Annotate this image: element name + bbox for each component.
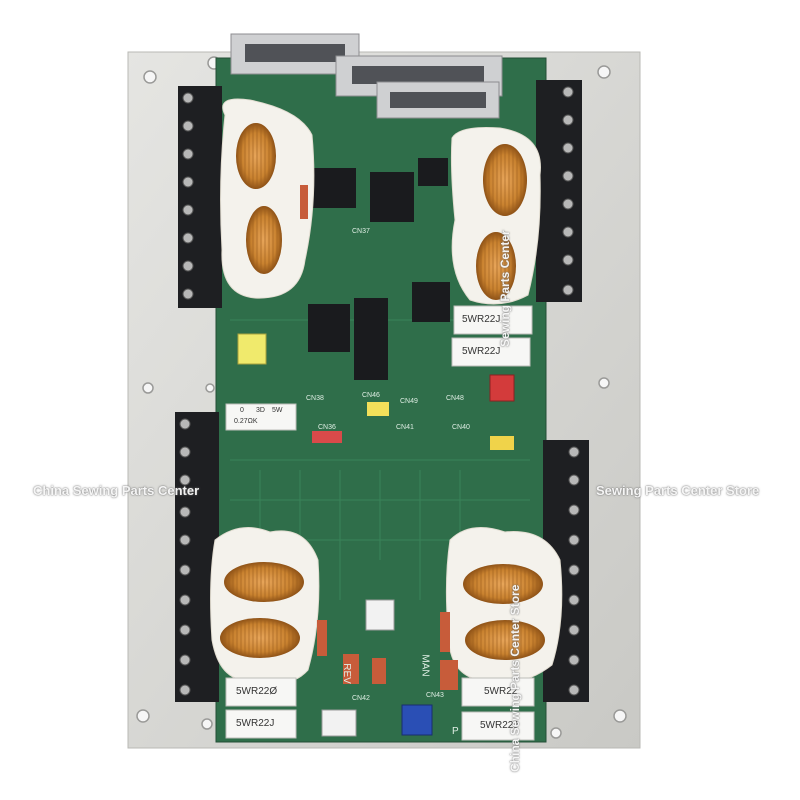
connector-cn38: CN38	[306, 395, 324, 402]
coil-group-top-right	[450, 127, 541, 305]
mounting-holes	[136, 56, 627, 739]
connector-cn36: CN36	[318, 424, 336, 431]
resistor-small-0: 0	[240, 407, 244, 414]
coil-group-top-left	[220, 98, 315, 299]
terminal-block-left	[175, 86, 222, 702]
ic-chips	[302, 158, 450, 380]
small-connectors	[237, 333, 515, 737]
silkscreen-rev: REV	[340, 663, 352, 684]
terminal-screws-left	[179, 92, 194, 696]
connector-cn43: CN43	[426, 692, 444, 699]
watermark-vertical-short: Sewing Parts Center	[498, 230, 512, 347]
resistor-label-4: 5WR22J	[236, 718, 275, 729]
silkscreen-man: MAN	[419, 654, 431, 677]
resistor-small-ohm: 0.27ΩK	[234, 418, 258, 425]
watermark-left: China Sewing Parts Center	[33, 483, 200, 498]
resistor-label-5: 5WR22	[484, 686, 518, 697]
resistor-small-3d: 3D	[256, 407, 265, 414]
ribbon-connectors	[230, 33, 503, 119]
resistor-small-5w: 5W	[272, 407, 283, 414]
watermark-right: Sewing Parts Center Store	[596, 483, 760, 498]
connector-cn42: CN42	[352, 695, 370, 702]
connector-cn37: CN37	[352, 228, 370, 235]
connector-cn40: CN40	[452, 424, 470, 431]
resistor-label-3: 5WR22Ø	[236, 686, 278, 697]
terminal-screws-right	[562, 86, 580, 696]
connector-cn49: CN49	[400, 398, 418, 405]
connector-cn41: CN41	[396, 424, 414, 431]
silkscreen-p: P	[452, 726, 459, 737]
coil-group-bottom-left	[210, 527, 320, 684]
power-resistors	[225, 305, 535, 741]
coil-group-bottom-right	[445, 527, 563, 684]
connector-cn48: CN48	[446, 395, 464, 402]
terminal-block-right	[536, 80, 589, 702]
connector-cn46: CN46	[362, 392, 380, 399]
watermark-vertical: China Sewing Parts Center Store	[508, 584, 522, 772]
resistor-label-1: 5WR22J	[462, 314, 501, 325]
resistor-label-6: 5WR22J	[480, 720, 519, 731]
resistor-label-2: 5WR22J	[462, 346, 501, 357]
film-capacitors	[300, 185, 458, 690]
